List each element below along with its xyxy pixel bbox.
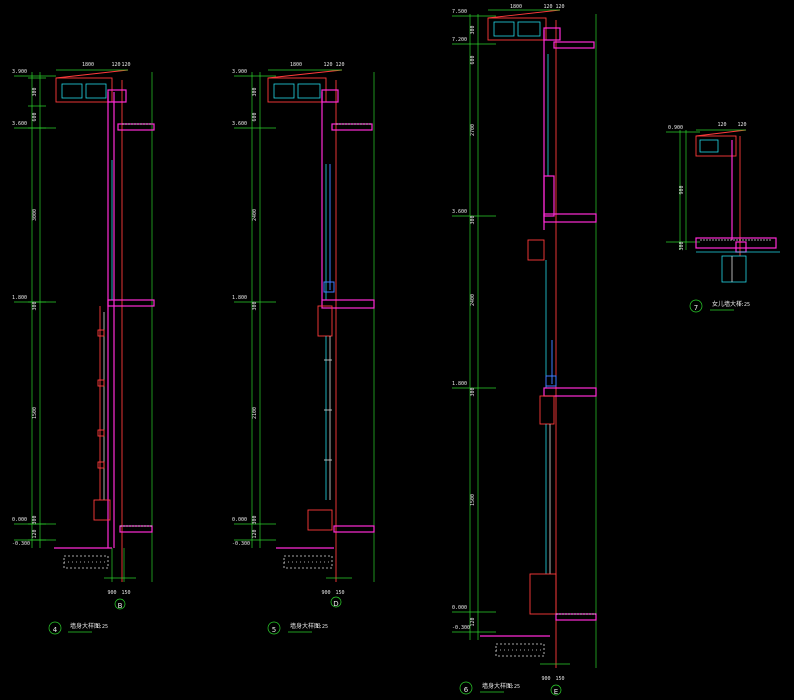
dim-left-5-2: 2400 (252, 209, 258, 221)
level-label-5-3: 0.000 (232, 517, 247, 523)
dim-top-7-0: 120 (717, 122, 726, 128)
dim-left-6-0: 300 (470, 25, 476, 34)
dim-top-6-0: 1800 (510, 4, 522, 10)
dim-left-6-3: 300 (470, 215, 476, 224)
detail-7 (666, 129, 780, 313)
dim-left-5-0: 300 (252, 87, 258, 96)
dim-top-5-0: 1800 (290, 62, 302, 68)
level-label-6-5: -0.300 (452, 625, 470, 631)
level-label-6-3: 1.800 (452, 381, 467, 387)
level-label-4-1: 3.600 (12, 121, 27, 127)
level-label-4-0: 3.900 (12, 69, 27, 75)
level-label-6-1: 7.200 (452, 37, 467, 43)
dim-left-5-3: 300 (252, 301, 258, 310)
dim-left-4-3: 300 (32, 301, 38, 310)
dim-left-7-1: 300 (679, 241, 685, 250)
dim-left-5-6: 120 (252, 529, 258, 538)
detail-number-7: 7 (694, 304, 698, 312)
dim-left-5-1: 600 (252, 112, 258, 121)
grid-axis-4: B (118, 602, 123, 610)
dim-left-4-4: 1500 (32, 407, 38, 419)
dim-bottom-5-0: 900 (321, 590, 330, 596)
dim-bottom-4-0: 900 (107, 590, 116, 596)
dim-left-5-4: 2100 (252, 407, 258, 419)
dim-bottom-5-1: 150 (335, 590, 344, 596)
detail-4 (14, 69, 155, 635)
dim-left-6-4: 2400 (470, 294, 476, 306)
level-label-6-2: 3.600 (452, 209, 467, 215)
detail-6 (452, 9, 597, 696)
dim-bottom-6-1: 150 (555, 676, 564, 682)
detail-scale-4: 1:25 (96, 624, 108, 630)
level-label-5-1: 3.600 (232, 121, 247, 127)
level-label-4-2: 1.800 (12, 295, 27, 301)
detail-number-4: 4 (53, 626, 58, 634)
detail-caption-5: 墙身大样图 (290, 622, 320, 630)
detail-caption-6: 墙身大样图 (482, 682, 512, 690)
dim-left-4-0: 300 (32, 87, 38, 96)
level-label-5-2: 1.800 (232, 295, 247, 301)
detail-scale-7: 1:25 (738, 302, 750, 308)
dim-top-6-2: 120 (555, 4, 564, 10)
dim-left-6-2: 2700 (470, 124, 476, 136)
level-label-7-0: 0.900 (668, 125, 683, 131)
dim-top-7-1: 120 (737, 122, 746, 128)
detail-number-6: 6 (464, 686, 469, 694)
dim-top-4-1: 120 (111, 62, 120, 68)
dim-top-6-1: 120 (543, 4, 552, 10)
level-label-5-0: 3.900 (232, 69, 247, 75)
dim-left-4-5: 300 (32, 515, 38, 524)
level-label-6-4: 0.000 (452, 605, 467, 611)
grid-axis-5: D (333, 600, 338, 608)
dim-left-7-0: 900 (679, 185, 685, 194)
dim-bottom-6-0: 900 (541, 676, 550, 682)
dim-left-5-5: 300 (252, 515, 258, 524)
dim-top-5-1: 120 (323, 62, 332, 68)
dim-left-6-6: 1500 (470, 494, 476, 506)
detail-caption-7: 女儿墙大样 (712, 300, 742, 308)
dim-left-6-5: 300 (470, 387, 476, 396)
dim-top-4-2: 120 (121, 62, 130, 68)
grid-axis-6: E (554, 688, 558, 696)
level-label-6-0: 7.500 (452, 9, 467, 15)
level-label-4-3: 0.000 (12, 517, 27, 523)
detail-caption-4: 墙身大样图 (70, 622, 100, 630)
dim-left-4-6: 120 (32, 529, 38, 538)
detail-scale-6: 1:25 (508, 684, 520, 690)
dim-left-4-1: 600 (32, 112, 38, 121)
dim-left-4-2: 3000 (32, 209, 38, 221)
dim-left-6-1: 600 (470, 55, 476, 64)
dim-left-6-7: 120 (470, 617, 476, 626)
dim-bottom-4-1: 150 (121, 590, 130, 596)
dim-top-4-0: 1800 (82, 62, 94, 68)
level-label-5-4: -0.300 (232, 541, 250, 547)
detail-number-5: 5 (272, 626, 276, 634)
dim-top-5-2: 120 (335, 62, 344, 68)
level-label-4-4: -0.300 (12, 541, 30, 547)
detail-5 (234, 69, 375, 635)
detail-scale-5: 1:25 (316, 624, 328, 630)
